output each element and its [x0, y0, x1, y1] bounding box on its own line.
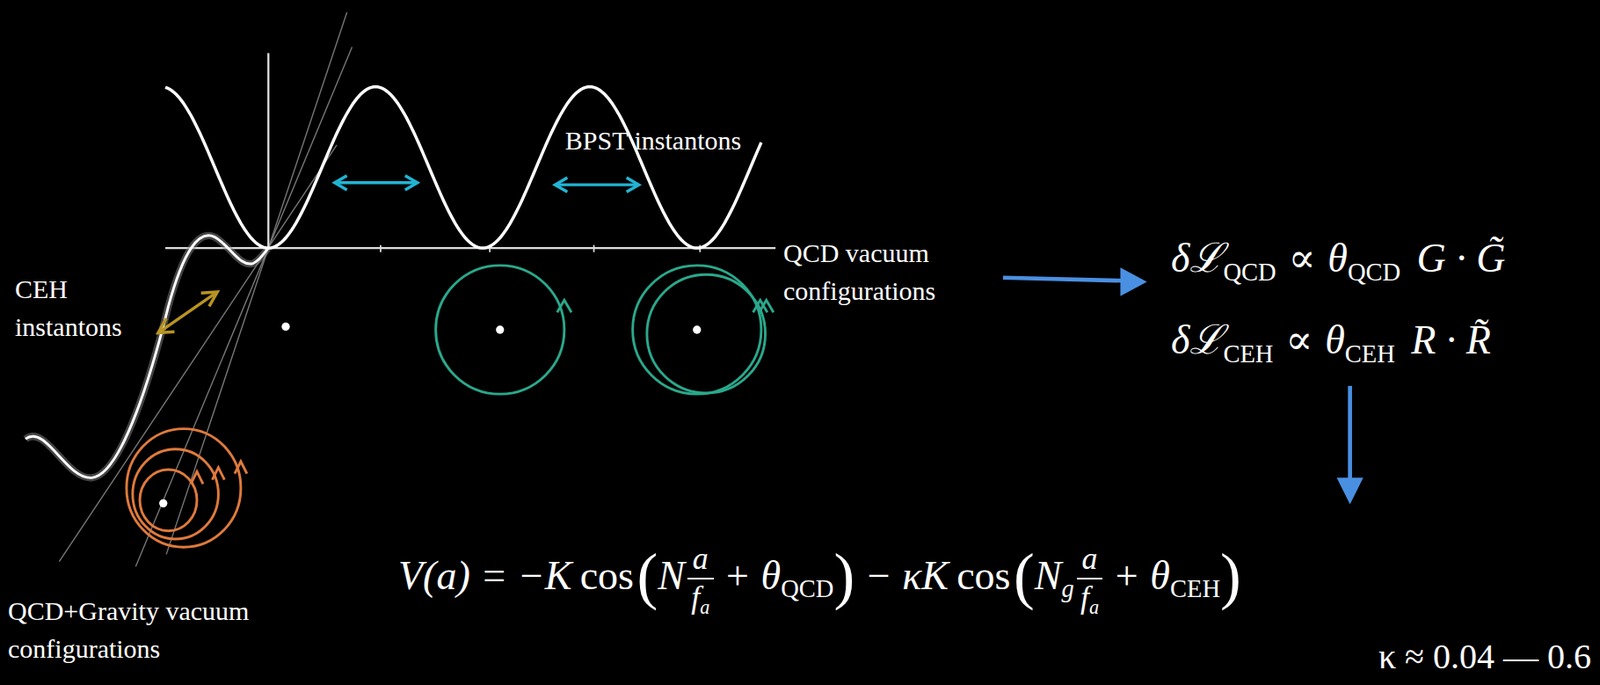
periodic-potential — [165, 87, 762, 248]
numerator: a — [687, 540, 714, 579]
formula-term: δℒ — [1170, 232, 1223, 285]
parenthesis: ( — [637, 535, 659, 618]
subscript: a — [1089, 596, 1099, 619]
formula-term: N — [657, 549, 685, 603]
subscript: CEH — [1222, 337, 1273, 371]
vacuum-label: QCD+Gravity vacuum configurations — [7, 592, 312, 668]
tick — [593, 245, 596, 253]
kappa-range: κ ≈ 0.04 — 0.6 — [1378, 632, 1592, 683]
parenthesis: ) — [833, 535, 855, 618]
guide-line — [166, 12, 347, 554]
dot — [495, 325, 504, 334]
dot — [692, 325, 701, 334]
potential-curve — [165, 87, 762, 248]
double-arrow — [558, 182, 636, 186]
dot — [281, 322, 290, 331]
dot — [159, 499, 168, 508]
formula-term: + θ — [1112, 549, 1171, 603]
vacuum-label: QCD vacuum configurations — [783, 234, 986, 310]
denominator-symbol: f — [690, 579, 700, 616]
loop-arrow — [234, 461, 248, 474]
winding-loop — [632, 265, 762, 394]
subscript: QCD — [1347, 255, 1401, 289]
ceh-arrow — [158, 291, 218, 333]
winding-loop — [647, 274, 766, 393]
formula-term: θ — [1327, 232, 1348, 285]
subscript: CEH — [1345, 337, 1396, 371]
flow-arrow — [1347, 385, 1353, 480]
arrow-heads — [158, 291, 218, 333]
fraction: afa — [687, 540, 714, 619]
x-axis — [165, 247, 776, 249]
denominator-symbol: f — [1080, 579, 1090, 616]
formula-term: G · G̃ — [1417, 232, 1506, 285]
formula-term: R · R̃ — [1410, 313, 1491, 367]
arrow-heads — [334, 175, 418, 190]
winding-loop — [436, 265, 565, 394]
spiral-loop — [139, 469, 197, 531]
y-axis — [267, 52, 270, 248]
loop-arrow — [759, 299, 774, 313]
arrow-heads — [554, 177, 639, 192]
bpst-arrows — [334, 175, 640, 193]
fraction: afa — [1076, 540, 1104, 619]
spiral-loop — [132, 449, 219, 539]
subscript: QCD — [1222, 255, 1276, 289]
gravity-spirals — [126, 429, 248, 548]
subscript: QCD — [780, 572, 834, 605]
formula: δℒQCD∝θQCDG · G̃ — [1170, 232, 1506, 288]
guide-line — [58, 145, 337, 562]
denominator: fa — [687, 579, 714, 619]
axis-ticks — [380, 245, 700, 253]
formula: V(a) = −Kcos(Nafa+ θQCD)− κKcos(Ngafa+ θ… — [398, 535, 1242, 619]
formula: δℒCEH∝θCEHR · R̃ — [1170, 313, 1491, 370]
formula-term: cos — [580, 549, 634, 603]
subscript: g — [1061, 572, 1075, 605]
denominator: fa — [1076, 579, 1104, 619]
numerator: a — [1076, 540, 1104, 579]
formula-term: N — [1034, 549, 1062, 603]
double-arrow — [337, 181, 415, 184]
formula-term: ∝ — [1287, 232, 1316, 285]
spiral-loop — [126, 429, 241, 548]
formula-term: + θ — [723, 549, 781, 603]
parenthesis: ( — [1013, 535, 1035, 618]
formula-term: V(a) = −K — [398, 549, 573, 603]
instanton-label: CEH instantons — [14, 270, 139, 346]
formula-term: δℒ — [1170, 313, 1223, 367]
arrow-head — [1120, 267, 1147, 297]
loop-arrow — [557, 299, 572, 313]
guide-lines — [58, 12, 352, 567]
subscript: CEH — [1170, 572, 1221, 605]
subscript: a — [699, 596, 710, 619]
loop-arrow — [190, 471, 204, 484]
tick — [379, 245, 382, 253]
formula-term: − κK — [865, 549, 949, 603]
flow-arrow — [1003, 277, 1125, 281]
formula-term: cos — [956, 549, 1011, 603]
parenthesis: ) — [1220, 535, 1242, 618]
double-arrow — [160, 293, 214, 331]
arrow-head — [1337, 477, 1364, 504]
instanton-label: BPST instantons — [565, 122, 742, 160]
loop-arrow — [211, 467, 225, 480]
winding-circles — [436, 265, 774, 394]
formula-term: θ — [1324, 313, 1346, 367]
flow-arrows — [1003, 267, 1364, 504]
formula-term: ∝ — [1285, 313, 1313, 367]
